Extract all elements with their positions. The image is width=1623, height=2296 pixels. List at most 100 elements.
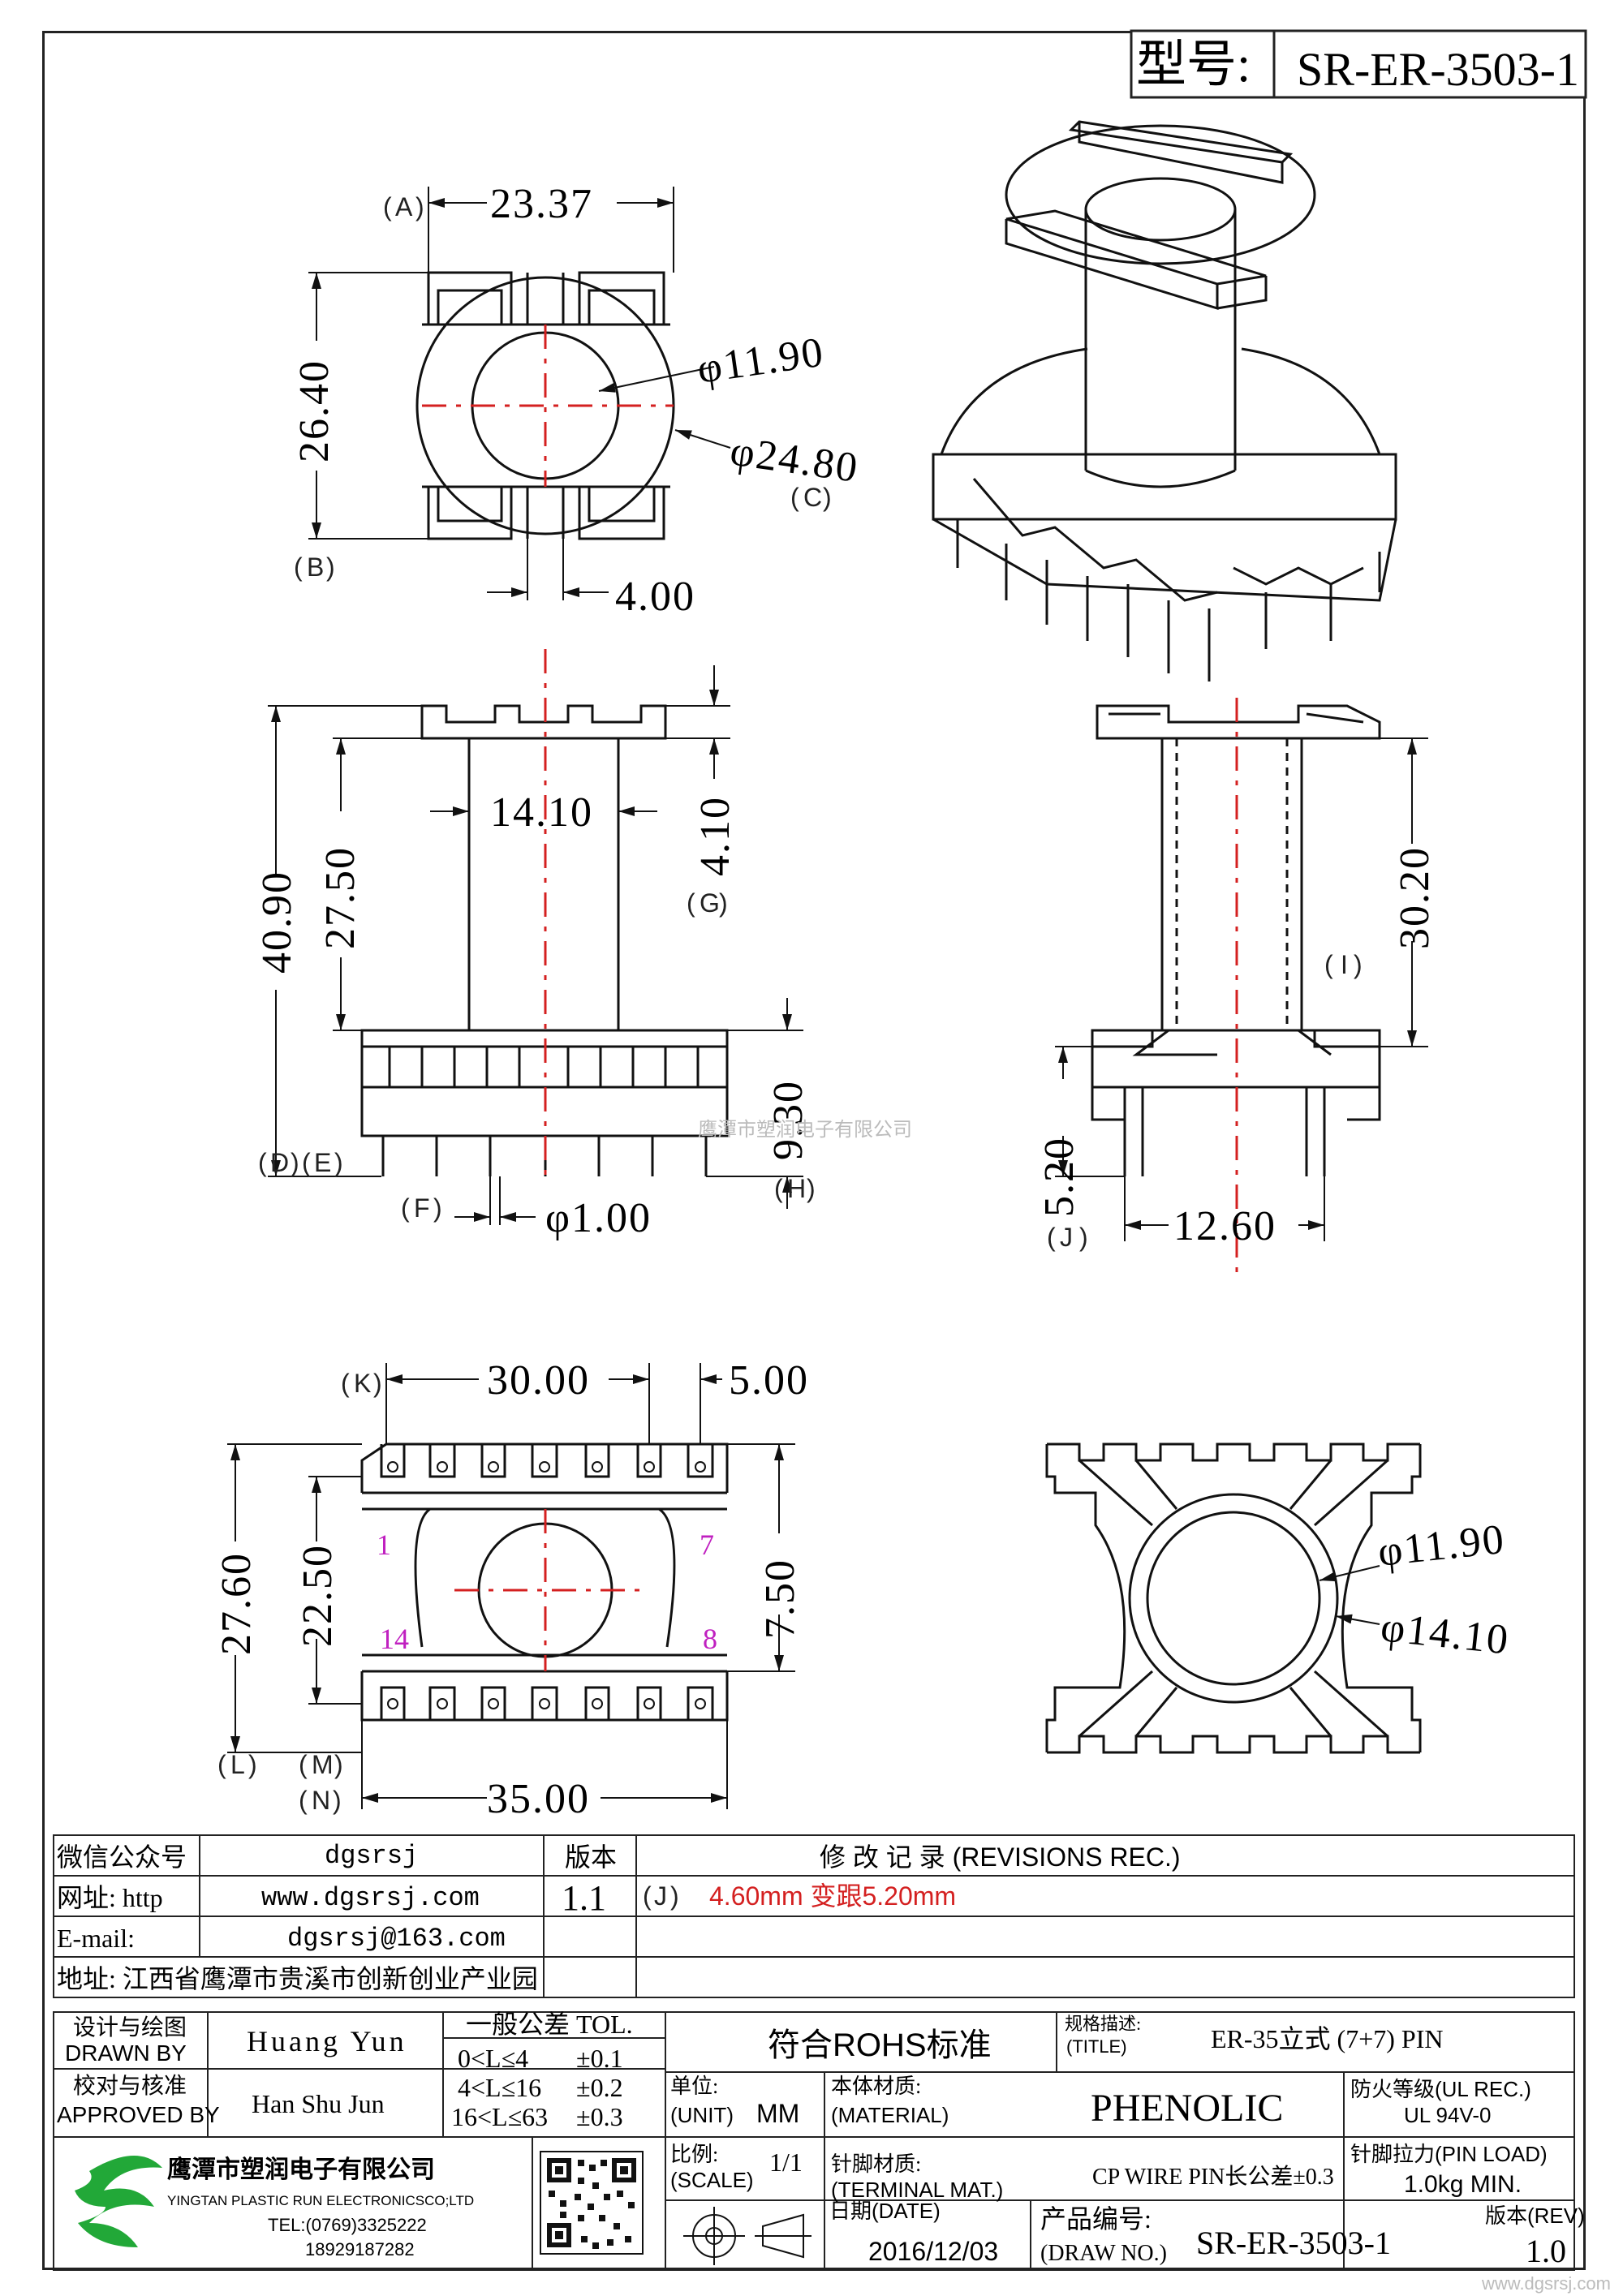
svg-text:A: A — [395, 192, 413, 221]
rev-value: 1.0 — [1526, 2233, 1566, 2269]
projection-symbol — [683, 2207, 812, 2265]
pin-load-value: 1.0kg MIN. — [1404, 2171, 1522, 2198]
scale-label-en: (SCALE) — [670, 2168, 754, 2192]
svg-text:E: E — [314, 1148, 331, 1177]
front-view-dims — [268, 665, 803, 1225]
drawn-by: Huang Yun — [247, 2025, 407, 2057]
dim-front-base: 9.30 — [765, 1080, 812, 1160]
dim-bottom-gap: 7.50 — [757, 1559, 803, 1639]
revision-header: 修 改 记 录 (REVISIONS REC.) — [820, 1842, 1181, 1872]
tol-range-1: 0<L≤4 — [458, 2044, 528, 2073]
svg-text:(: ( — [774, 1174, 783, 1203]
svg-text:): ) — [1354, 950, 1363, 979]
dim-front-pin: φ1.00 — [545, 1195, 652, 1241]
drawno-label-cn: 产品编号: — [1040, 2204, 1152, 2234]
material-value: PHENOLIC — [1091, 2087, 1283, 2130]
tag-a: (A) — [383, 192, 424, 221]
dim-front-core: 14.10 — [490, 789, 593, 836]
terminal-value: CP WIRE PIN长公差±0.3 — [1092, 2164, 1334, 2190]
svg-text:(: ( — [302, 1148, 311, 1177]
dim-side-height: 30.20 — [1392, 846, 1438, 949]
pin-label-1: 1 — [377, 1529, 391, 1561]
tag-h: (H) — [774, 1174, 816, 1203]
qr-code — [540, 2151, 644, 2255]
tag-m: (M) — [299, 1750, 343, 1779]
tol-title: 一般公差 TOL. — [466, 2010, 633, 2039]
dim-front-body: 27.50 — [317, 846, 364, 949]
isometric-view — [932, 120, 1397, 681]
pin-load-label: 针脚拉力(PIN LOAD) — [1350, 2142, 1548, 2166]
svg-text:I: I — [1341, 950, 1348, 979]
tol-range-2: 4<L≤16 — [458, 2073, 541, 2102]
dim-top-slot: 4.00 — [615, 574, 695, 620]
company-name-en: YINGTAN PLASTIC RUN ELECTRONICSCO;LTD — [167, 2193, 474, 2208]
svg-text:(: ( — [790, 483, 799, 512]
tag-g: (G) — [687, 888, 728, 918]
svg-text:): ) — [248, 1750, 257, 1779]
material-label-en: (MATERIAL) — [831, 2103, 949, 2127]
svg-text:(: ( — [299, 1786, 308, 1815]
unit-label-en: (UNIT) — [670, 2103, 734, 2127]
tol-value-1: ±0.1 — [576, 2044, 623, 2073]
fire-label: 防火等级(UL REC.) — [1350, 2077, 1531, 2101]
svg-text:): ) — [333, 1786, 342, 1815]
bottom-view-centerlines — [454, 1509, 641, 1671]
svg-text:): ) — [373, 1369, 382, 1398]
tag-i: (I) — [1324, 950, 1363, 979]
rev-label: 版本(REV) — [1485, 2204, 1585, 2228]
svg-text:D: D — [270, 1148, 289, 1177]
svg-text:(: ( — [217, 1750, 226, 1779]
svg-text:(: ( — [1047, 1223, 1056, 1252]
top-view-dims — [308, 187, 731, 600]
svg-text:J: J — [1060, 1223, 1073, 1252]
svg-text:J: J — [654, 1881, 667, 1911]
svg-text:): ) — [326, 553, 335, 582]
dim-bottom-pitch: 5.00 — [729, 1357, 809, 1404]
drawno-label-en: (DRAW NO.) — [1040, 2241, 1167, 2266]
svg-text:(: ( — [687, 888, 695, 918]
tag-b: (B) — [294, 553, 335, 582]
svg-text:(: ( — [258, 1148, 267, 1177]
svg-text:): ) — [807, 1174, 816, 1203]
tag-e: (E) — [302, 1148, 343, 1177]
svg-text:B: B — [307, 553, 324, 582]
svg-text:K: K — [354, 1369, 371, 1398]
approved-label-en: APPROVED BY — [57, 2102, 220, 2127]
revision-version: 1.1 — [562, 1878, 606, 1918]
dim-top-width: 23.37 — [490, 181, 593, 227]
site-value: www.dgsrsj.com — [261, 1883, 480, 1913]
dim-side-pin-len: 5.20 — [1036, 1137, 1083, 1217]
model-label: 型号: — [1136, 37, 1251, 92]
terminal-label-en: (TERMINAL MAT.) — [831, 2178, 1003, 2202]
tag-n: (N) — [299, 1786, 342, 1815]
svg-text:F: F — [414, 1193, 430, 1223]
dim-bottom-overall: 35.00 — [487, 1776, 590, 1822]
tag-k: (K) — [341, 1369, 382, 1398]
svg-text:): ) — [415, 192, 424, 221]
svg-text:(: ( — [294, 553, 303, 582]
svg-text:H: H — [787, 1174, 806, 1203]
address-text: 地址: 江西省鹰潭市贵溪市创新创业产业园 — [57, 1964, 538, 1993]
tag-j: (J) — [1047, 1223, 1088, 1252]
material-label-cn: 本体材质: — [831, 2075, 921, 2098]
dim-front-total: 40.90 — [254, 871, 300, 974]
svg-text:): ) — [334, 1148, 343, 1177]
side-view-dims — [1055, 737, 1428, 1241]
side-view — [1091, 704, 1381, 1176]
pin-label-8: 8 — [703, 1623, 717, 1655]
revision-tag: (J) — [643, 1881, 679, 1911]
svg-text:M: M — [312, 1750, 334, 1779]
dim-top-inner-dia: φ11.90 — [695, 329, 827, 393]
rohs-text: 符合ROHS标准 — [768, 2027, 992, 2063]
scale-value: 1/1 — [769, 2148, 803, 2177]
svg-text:): ) — [291, 1148, 299, 1177]
svg-text:): ) — [670, 1881, 679, 1911]
bottom-view — [360, 1443, 729, 1722]
spec-value: ER-35立式 (7+7) PIN — [1211, 2024, 1443, 2053]
bottom-view-dims — [227, 1363, 795, 1809]
svg-text:(: ( — [643, 1881, 652, 1911]
pin-label-14: 14 — [380, 1623, 409, 1655]
svg-text:(: ( — [383, 192, 392, 221]
model-header: 型号: SR-ER-3503-1 — [1130, 29, 1587, 99]
